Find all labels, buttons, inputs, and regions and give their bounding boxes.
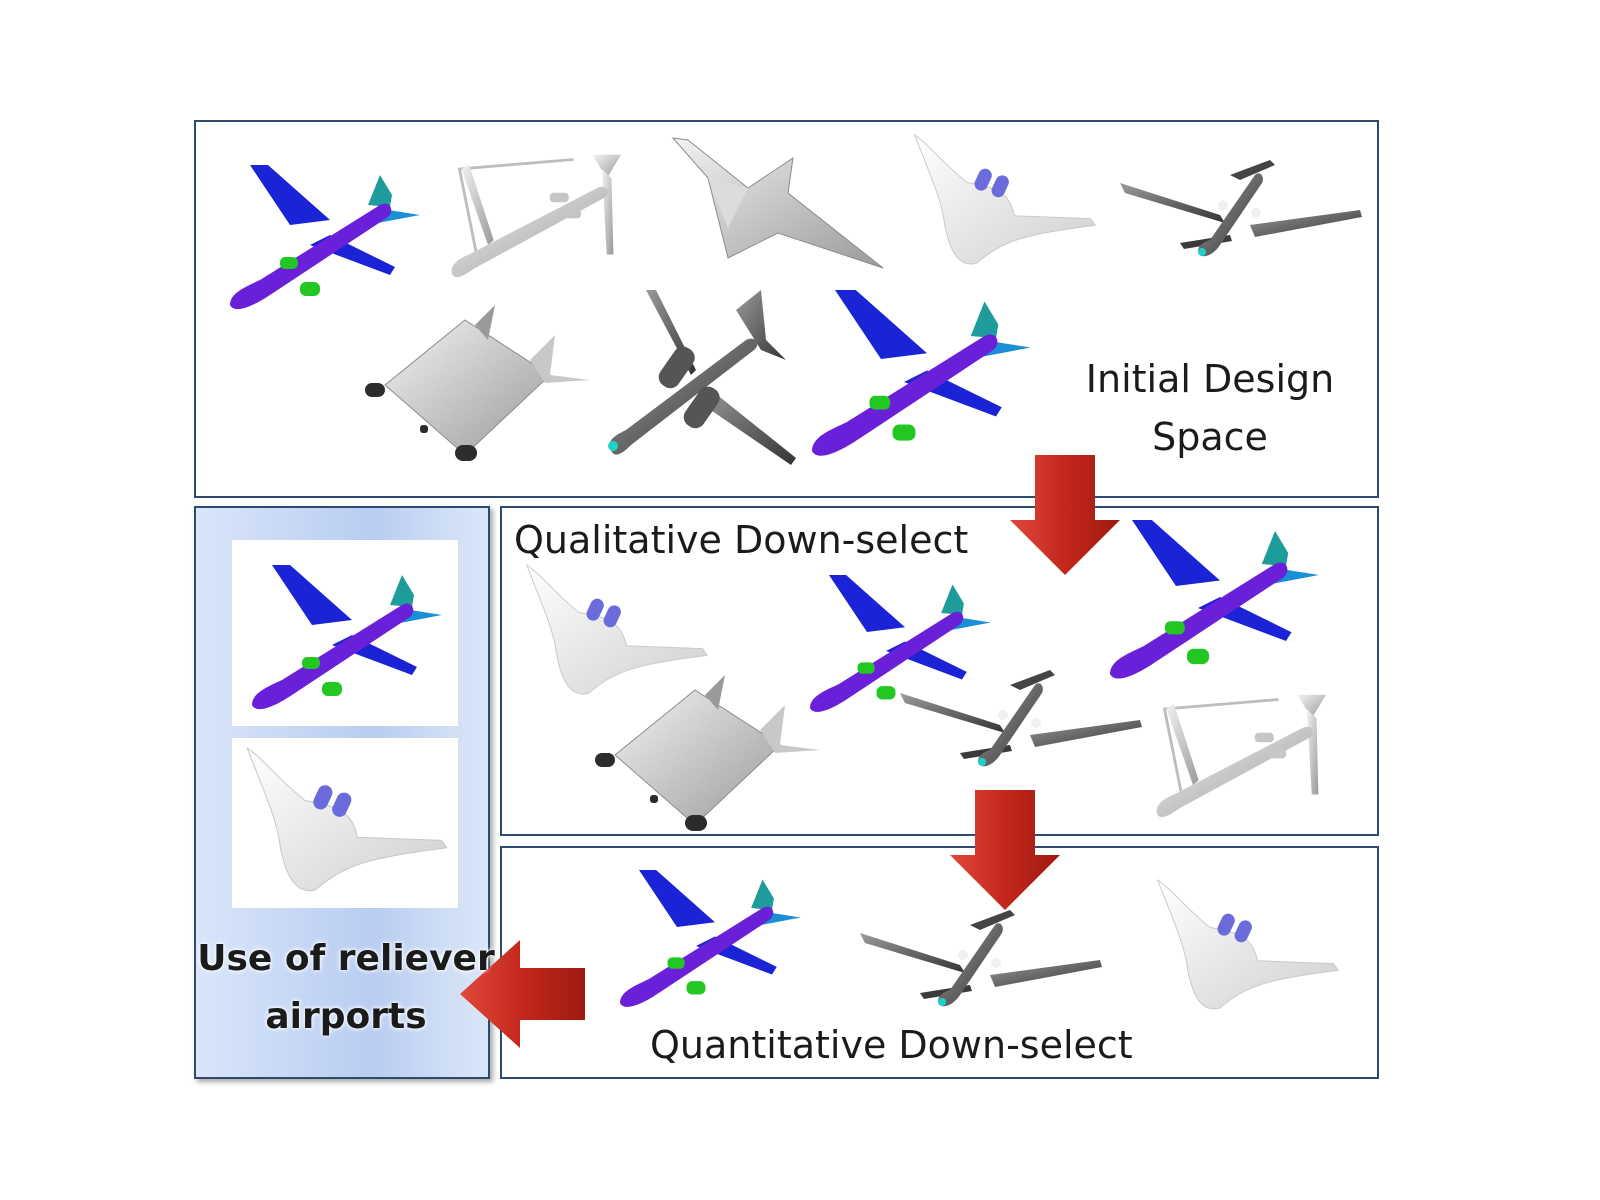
final-thumb-tube-wing (232, 540, 458, 726)
initial-design-space-label: Initial Design Space (1085, 357, 1335, 459)
quantitative-downselect-label: Quantitative Down-select (650, 1023, 1133, 1067)
final-selection-label: Use of reliever airports (197, 938, 495, 1037)
final-selection-panel (194, 506, 490, 1079)
blended-wing-body-aircraft-icon (246, 747, 448, 892)
final-thumb-bwb (232, 738, 458, 908)
qualitative-downselect-label: Qualitative Down-select (514, 518, 969, 562)
tube-wing-aircraft-icon (252, 565, 442, 710)
